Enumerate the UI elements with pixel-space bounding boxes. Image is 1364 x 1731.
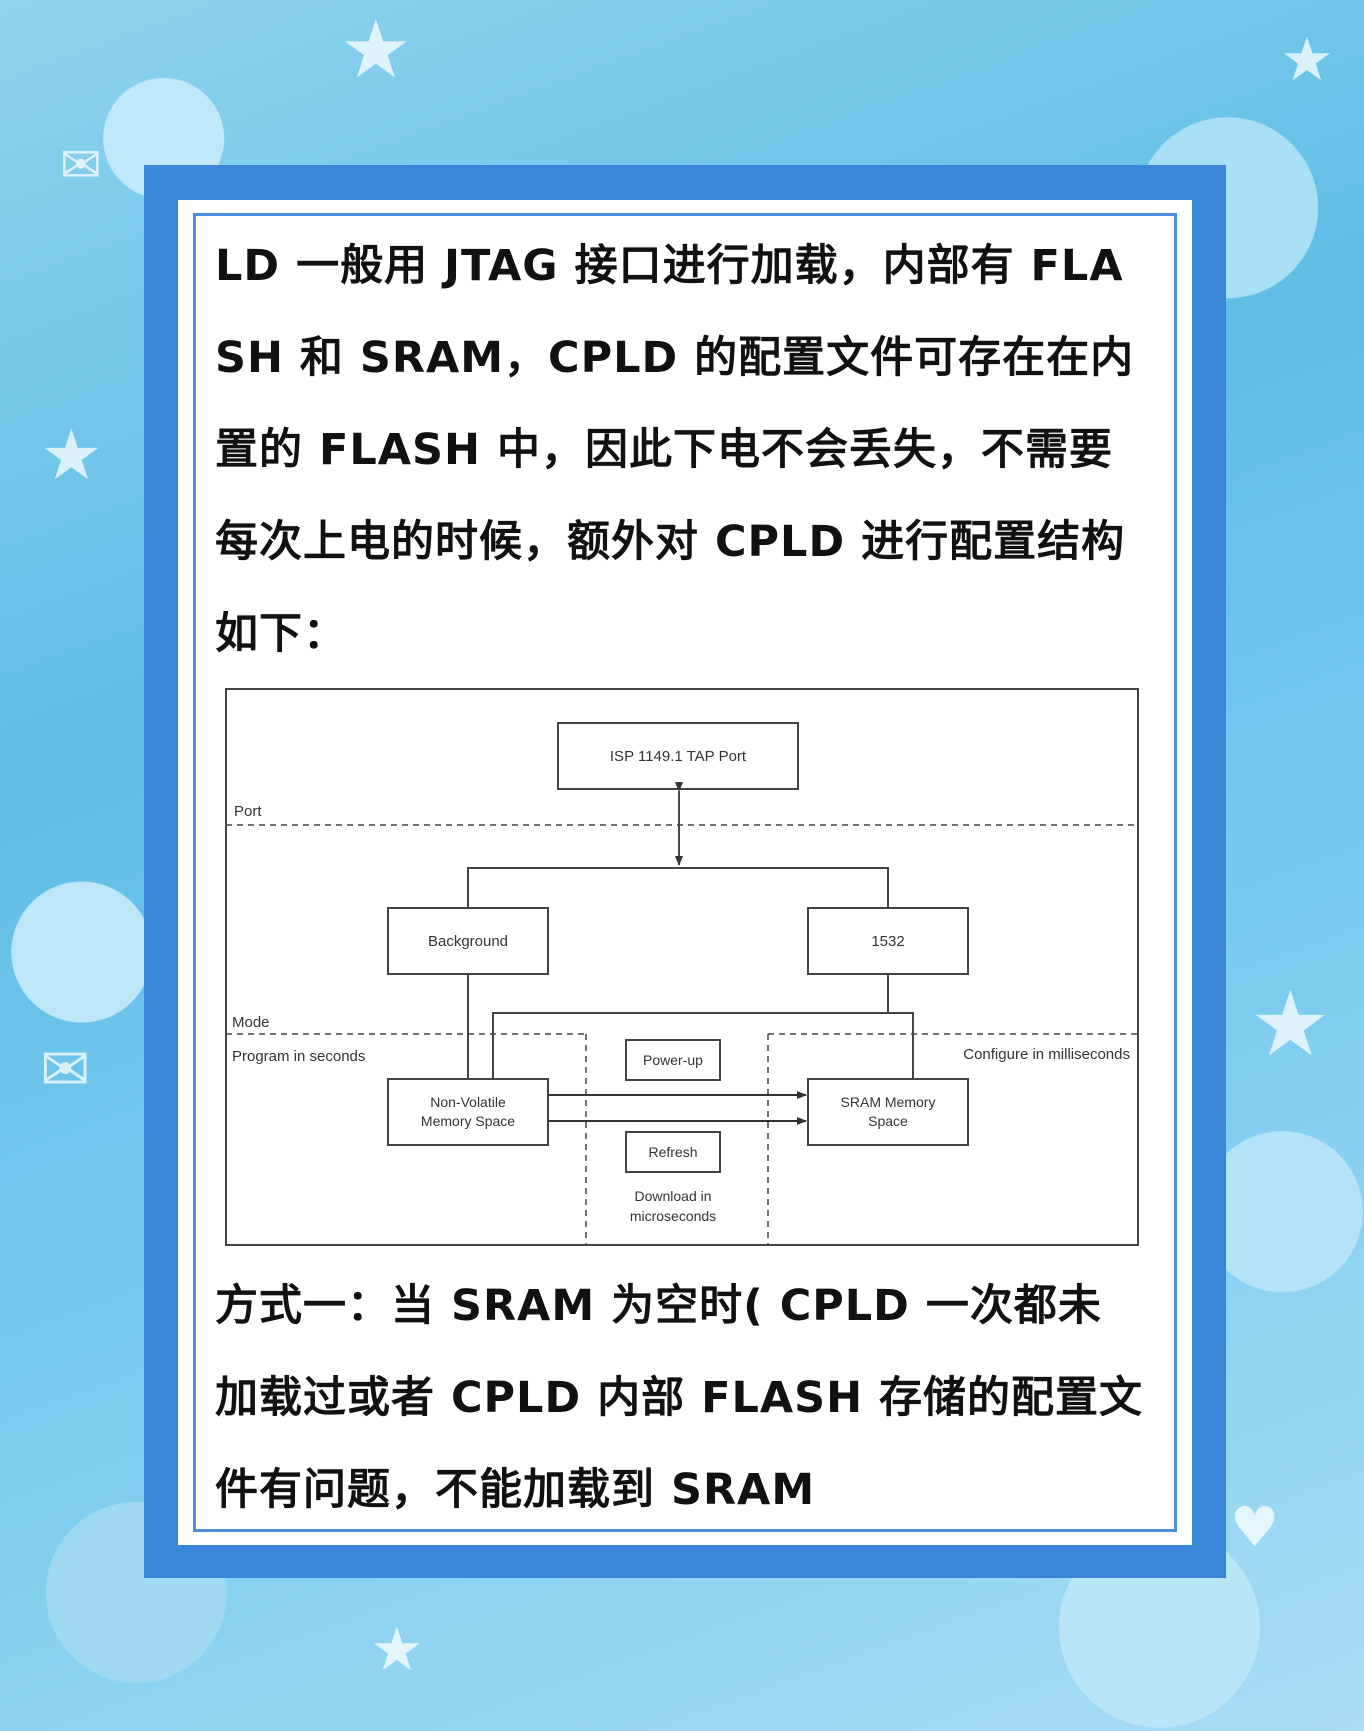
diagram-svg: ISP 1149.1 TAP Port Port Background 1532… [225,688,1139,1246]
tap-port-label: ISP 1149.1 TAP Port [610,748,747,765]
star-icon: ★ [340,3,412,96]
power-up-label: Power-up [643,1052,703,1068]
card-inner-border [193,213,1177,1532]
power-up-box [625,1039,721,1081]
star-icon: ★ [40,414,103,496]
download-label-1: Download in [634,1188,711,1204]
star-icon: ★ [370,1615,424,1685]
background-label: Background [428,933,508,950]
box-1532 [807,907,969,975]
configure-label: Configure in milliseconds [963,1046,1130,1063]
nvm-label-1: Non-Volatile [430,1094,506,1110]
envelope-icon: ✉ [40,1035,91,1105]
tap-port-box [557,722,799,790]
nvm-label-2: Memory Space [421,1113,515,1129]
sram-box [807,1078,969,1146]
star-icon: ★ [1250,972,1331,1077]
sram-label-1: SRAM Memory [841,1094,936,1110]
port-label: Port [234,803,262,820]
mode-label: Mode [232,1014,270,1031]
program-label: Program in seconds [232,1048,365,1065]
heart-icon: ♥ [1230,1495,1280,1559]
sram-label-2: Space [868,1113,908,1129]
download-label-2: microseconds [630,1208,716,1224]
cpld-config-diagram: ISP 1149.1 TAP Port Port Background 1532… [218,675,1158,1260]
refresh-box [625,1131,721,1173]
1532-connection-line [492,1012,914,1079]
nvm-box [387,1078,549,1146]
intro-paragraph: LD 一般用 JTAG 接口进行加载，内部有 FLASH 和 SRAM，CPLD… [215,241,1135,659]
method-paragraph: 方式一：当 SRAM 为空时( CPLD 一次都未加载过或者 CPLD 内部 F… [215,1281,1144,1515]
envelope-icon: ✉ [60,136,102,194]
star-icon: ★ [1280,25,1334,95]
box-1532-label: 1532 [871,933,904,950]
refresh-label: Refresh [648,1144,697,1160]
bus-line [467,867,889,908]
